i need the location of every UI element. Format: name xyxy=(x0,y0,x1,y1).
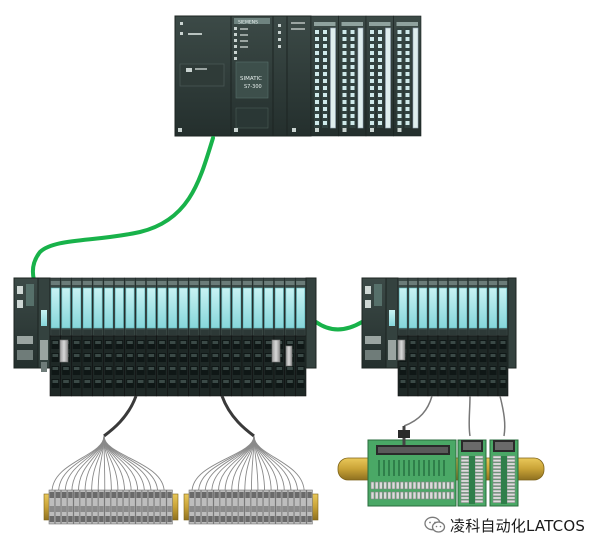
fan-out-wires-left xyxy=(51,435,165,493)
network-cable-plc-to-left-station xyxy=(30,136,215,282)
plc-io-modules xyxy=(310,15,422,137)
cpu-memory-slot xyxy=(235,107,269,129)
left-remote-io-station xyxy=(13,277,317,397)
left-station-terminal-bases xyxy=(49,335,307,397)
right-station-end-cap xyxy=(507,277,517,369)
watermark: 凌科自动化LATCOS xyxy=(424,512,585,538)
fan-out-wires-right xyxy=(191,435,305,493)
watermark-text: 凌科自动化LATCOS xyxy=(450,516,586,535)
communication-module xyxy=(286,15,312,137)
small-breakout-board-pins xyxy=(460,455,516,504)
left-cable-harnesses xyxy=(51,395,305,493)
right-breakout-assembly xyxy=(337,395,545,507)
cpu-status-leds xyxy=(234,27,237,60)
terminal-block-assembly xyxy=(43,489,179,525)
breakout-board-pins xyxy=(370,460,455,500)
cpu-brand-text: SIEMENS xyxy=(238,20,258,26)
right-station-io-modules xyxy=(397,277,509,337)
cpu-label-line1: SIMATIC xyxy=(240,76,262,82)
network-cable-left-to-right-station xyxy=(314,320,364,332)
wechat-logo-icon xyxy=(424,516,446,533)
s7-300-plc-rack: SIEMENS SIMATIC S7-300 xyxy=(174,15,422,137)
terminal-block-assemblies xyxy=(43,489,319,525)
right-station-terminal-bases xyxy=(397,335,509,397)
left-station-io-modules xyxy=(49,277,307,337)
cpu-label-line2: S7-300 xyxy=(244,84,262,90)
left-station-end-cap xyxy=(305,277,317,369)
cpu-label-panel xyxy=(235,61,269,99)
right-remote-io-station xyxy=(361,277,517,397)
terminal-block-assembly xyxy=(183,489,319,525)
